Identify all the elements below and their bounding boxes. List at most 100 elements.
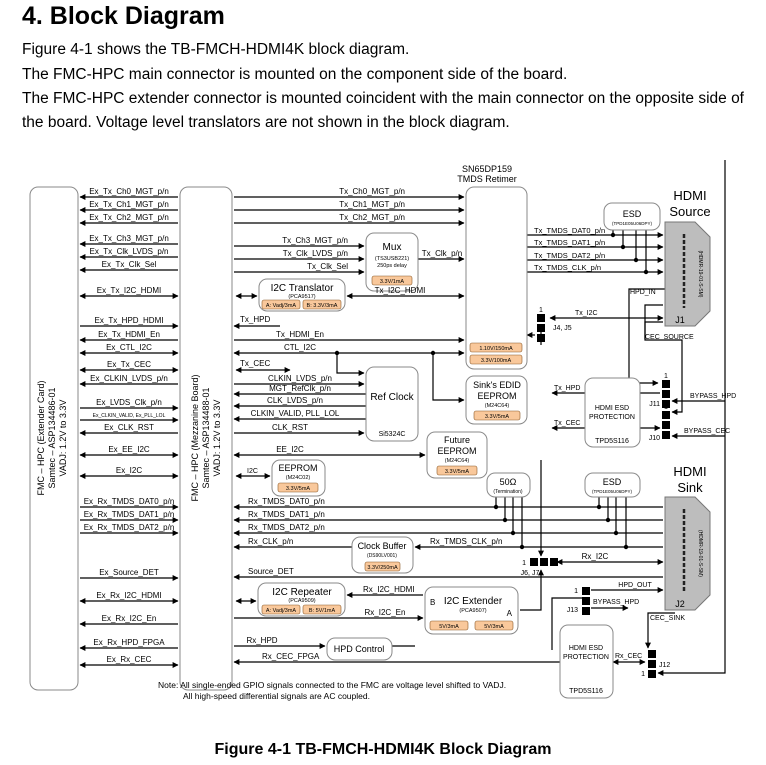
signal-line xyxy=(645,612,675,649)
diagram-label: CEC_SINK xyxy=(650,615,685,622)
diagram-label: Clock Buffer xyxy=(358,541,407,551)
diagram-label: J6, J7 xyxy=(521,570,540,577)
header-pin xyxy=(537,314,545,322)
power-badge xyxy=(473,410,521,421)
diagram-label: Tx_Clk_LVDS_p/n xyxy=(283,249,348,258)
extender-label: FMC – HPC (Extender Card) xyxy=(36,380,46,495)
hpd-control-block xyxy=(326,637,393,661)
mezzanine-label: FMC – HPC (Mezzanine Board) xyxy=(190,374,200,501)
power-badge xyxy=(302,299,342,310)
left-signal-label: Ex_Tx_Ch2_MGT_p/n xyxy=(89,213,169,222)
diagram-label: ESD xyxy=(603,477,622,487)
diagram-label: I2C Repeater xyxy=(272,587,332,598)
figure-caption: Figure 4-1 TB-FMCH-HDMI4K Block Diagram xyxy=(214,741,552,758)
diagram-label: (DS90LV001) xyxy=(367,553,397,559)
diagram-note: Note: All single-ended GPIO signals conn… xyxy=(158,680,506,690)
diagram-label: Tx_TMDS_CLK_p/n xyxy=(534,263,601,272)
left-signal-label: Ex_Tx_I2C_HDMI xyxy=(97,286,161,295)
diagram-label: Rx_TMDS_DAT0_p/n xyxy=(248,497,325,506)
diagram-label: HDMI ESD xyxy=(595,405,629,412)
hdmi-sink-label: HDMI xyxy=(673,464,706,479)
diagram-label: 3.3V/5mA xyxy=(445,469,469,475)
diagram-label: HDMI ESD xyxy=(569,645,603,652)
diagram-label: BYPASS_HPD xyxy=(593,599,639,606)
diagram-label: Sink's EDID xyxy=(473,380,521,390)
diagram-label: Mux xyxy=(383,242,402,253)
diagram-label: 50Ω xyxy=(500,477,517,487)
diagram-label: 1 xyxy=(522,560,526,567)
left-signal-label: Ex_Rx_I2C_En xyxy=(102,614,157,623)
signal-line xyxy=(336,353,365,376)
left-signal-label: Ex_Rx_TMDS_DAT1_p/n xyxy=(84,510,175,519)
power-badge xyxy=(261,604,301,615)
diagram-label: CLKIN_VALID, PLL_LOL xyxy=(251,409,340,418)
left-signal-label: Ex_Tx_HDMI_En xyxy=(98,330,160,339)
diagram-label: A: Vadj/3mA xyxy=(266,303,296,309)
diagram-label: EEPROM xyxy=(477,391,516,401)
termination-block xyxy=(486,472,531,498)
diagram-label: J11 xyxy=(649,401,660,408)
header-pin xyxy=(530,558,538,566)
left-signal-label: Ex_CLKIN_VALID, Ex_PLL_LOL xyxy=(93,413,166,419)
left-signal-label: Ex_Rx_CEC xyxy=(107,655,152,664)
diagram-label: PROTECTION xyxy=(563,654,609,661)
diagram-label: CLK_LVDS_p/n xyxy=(267,396,323,405)
diagram-label: 1 xyxy=(664,373,668,380)
diagram-label: Source_DET xyxy=(248,567,294,576)
diagram-label: (M24C02) xyxy=(286,475,311,481)
header-pin xyxy=(648,650,656,658)
signal-line xyxy=(657,160,726,676)
diagram-label: 3.3V/250mA xyxy=(367,565,398,571)
junction-dot xyxy=(510,530,516,536)
diagram-label: Tx_TMDS_DAT1_p/n xyxy=(534,238,605,247)
diagram-label: (PCA9517) xyxy=(288,294,315,300)
diagram-label: (PCA9509) xyxy=(288,598,315,604)
junction-dot xyxy=(613,530,619,536)
diagram-label: 3.3V/5mA xyxy=(485,414,509,420)
header-pin xyxy=(662,431,670,439)
diagram-label: 1 xyxy=(641,671,645,678)
esd-top-block xyxy=(603,202,661,231)
section-heading: 4. Block Diagram xyxy=(22,2,225,30)
diagram-label: 5V/3mA xyxy=(484,624,504,630)
diagram-label: 3.3V/1mA xyxy=(380,279,404,285)
diagram-label: EE_I2C xyxy=(276,445,304,454)
diagram-label: Rx_CEC xyxy=(615,653,642,660)
diagram-label: HPD_OUT xyxy=(618,582,652,589)
header-pin xyxy=(662,411,670,419)
junction-dot xyxy=(502,517,508,523)
diagram-label: (M24C64) xyxy=(485,403,510,409)
left-signal-label: Ex_Rx_TMDS_DAT0_p/n xyxy=(84,497,175,506)
diagram-label: Si5324C xyxy=(379,431,406,438)
diagram-label: HPD_IN xyxy=(630,289,656,296)
signal-line xyxy=(551,597,582,650)
diagram-label: CLKIN_LVDS_p/n xyxy=(268,374,332,383)
diagram-label: 3.3V/100mA xyxy=(481,358,512,364)
header-pin xyxy=(550,558,558,566)
diagram-label: B: 3.3V/3mA xyxy=(307,303,338,309)
diagram-label: (TS3USB221) xyxy=(375,256,409,262)
diagram-label: TPD5S116 xyxy=(595,438,629,445)
power-badge xyxy=(302,604,342,615)
diagram-label: Future xyxy=(444,435,470,445)
hdmi-source-label: HDMI xyxy=(673,188,706,203)
header-pin xyxy=(537,324,545,332)
diagram-label: B: 5V/1mA xyxy=(309,608,336,614)
diagram-label: Tx_I2C_HDMI xyxy=(375,286,426,295)
hdmi-source-connector xyxy=(664,221,711,327)
diagram-label: J4, J5 xyxy=(553,325,572,332)
diagram-label: TPD5S116 xyxy=(569,688,603,695)
left-signal-label: Ex_Tx_Ch3_MGT_p/n xyxy=(89,234,169,243)
diagram-label: Rx_CLK_p/n xyxy=(248,537,293,546)
diagram-label: Tx_Ch0_MGT_p/n xyxy=(339,187,405,196)
left-signal-label: Ex_CTL_I2C xyxy=(106,343,152,352)
diagram-label: 1 xyxy=(574,588,578,595)
left-signal-label: Ex_Tx_Ch0_MGT_p/n xyxy=(89,187,169,196)
connector-ref: J2 xyxy=(675,599,685,609)
diagram-label: Tx_Clk_p/n xyxy=(422,249,462,258)
mezzanine-label: Samtec – ASP134488-01 xyxy=(201,387,211,488)
fmc-extender-connector xyxy=(29,186,79,691)
diagram-label: J13 xyxy=(567,607,578,614)
header-pin xyxy=(662,380,670,388)
diagram-label: (PCA9507) xyxy=(459,608,486,614)
